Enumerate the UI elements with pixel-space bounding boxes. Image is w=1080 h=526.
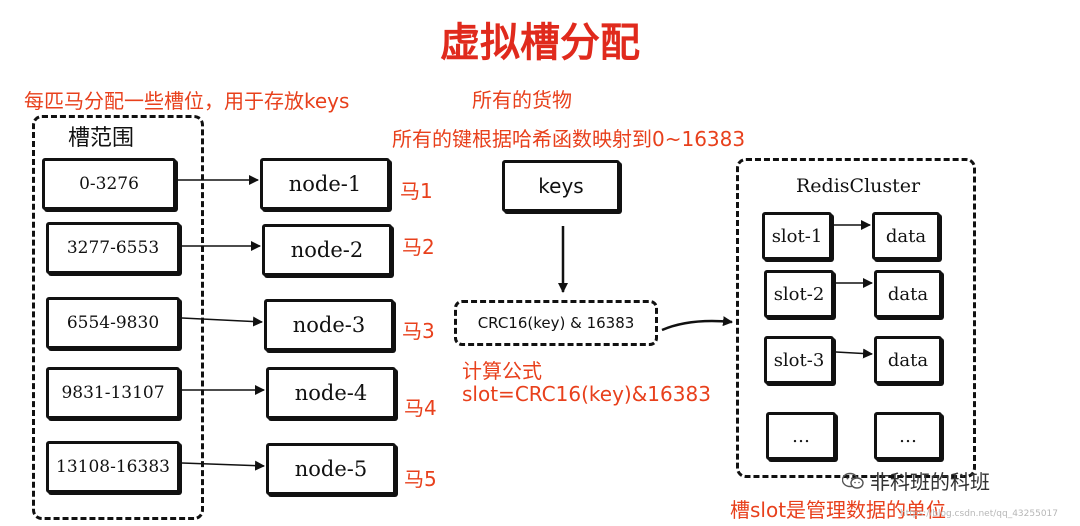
note-goods: 所有的货物 bbox=[472, 88, 572, 112]
note-formula-title: 计算公式 bbox=[462, 359, 542, 383]
horse-label-4: 马4 bbox=[404, 396, 437, 420]
horse-label-5: 马5 bbox=[404, 467, 437, 491]
slot-box-1: slot-1 bbox=[762, 212, 832, 260]
slot-box-2: slot-2 bbox=[764, 270, 834, 318]
arrow-range-node-3 bbox=[181, 316, 263, 327]
data-box-2: data bbox=[874, 270, 942, 318]
arrow-crc-cluster bbox=[661, 316, 733, 332]
arrow-slot-data-3 bbox=[835, 348, 873, 359]
data-box-3: data bbox=[874, 336, 942, 384]
redis-cluster-title: RedisCluster bbox=[796, 175, 921, 197]
note-formula: slot=CRC16(key)&16383 bbox=[462, 382, 711, 406]
crc-function-box: CRC16(key) & 16383 bbox=[454, 300, 658, 346]
slot-range-title: 槽范围 bbox=[68, 126, 135, 151]
keys-box: keys bbox=[502, 160, 620, 212]
brand-badge: 非科班的科班 bbox=[841, 466, 990, 495]
range-box-3: 6554-9830 bbox=[46, 297, 180, 349]
node-box-3: node-3 bbox=[264, 299, 394, 351]
node-box-2: node-2 bbox=[262, 224, 392, 276]
node-box-4: node-4 bbox=[266, 367, 396, 419]
diagram-title: 虚拟槽分配 bbox=[440, 20, 640, 66]
node-box-5: node-5 bbox=[266, 443, 396, 495]
note-hash-map: 所有的键根据哈希函数映射到0~16383 bbox=[392, 127, 746, 151]
horse-label-2: 马2 bbox=[402, 235, 435, 259]
note-slot-unit: 槽slot是管理数据的单位 bbox=[730, 498, 947, 522]
data-box-more: … bbox=[874, 412, 942, 460]
node-box-1: node-1 bbox=[260, 158, 390, 210]
range-box-4: 9831-13107 bbox=[46, 367, 180, 419]
slot-range-group bbox=[32, 115, 204, 520]
data-box-1: data bbox=[872, 212, 940, 260]
arrow-range-node-5 bbox=[181, 460, 265, 471]
range-box-1: 0-3276 bbox=[42, 158, 176, 210]
horse-label-1: 马1 bbox=[400, 179, 433, 203]
wechat-icon bbox=[841, 472, 864, 490]
horse-label-3: 马3 bbox=[402, 319, 435, 343]
range-box-5: 13108-16383 bbox=[46, 441, 180, 493]
slot-box-3: slot-3 bbox=[764, 336, 834, 384]
watermark-url: https://blog.csdn.net/qq_43255017 bbox=[900, 509, 1059, 519]
slot-box-more: … bbox=[766, 412, 836, 460]
brand-name: 非科班的科班 bbox=[870, 470, 990, 494]
range-box-2: 3277-6553 bbox=[46, 222, 180, 274]
note-horse-slots: 每匹马分配一些槽位，用于存放keys bbox=[24, 89, 350, 113]
